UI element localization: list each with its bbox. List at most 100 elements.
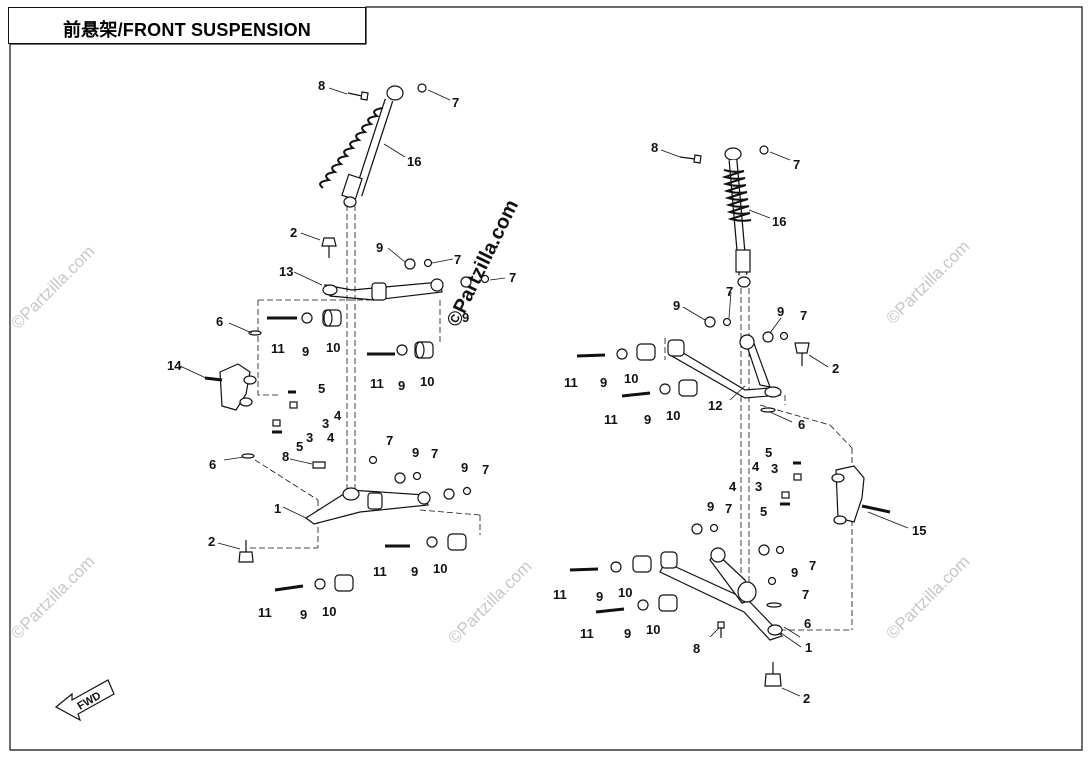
left-leader-lines <box>179 87 506 550</box>
right-steering-knuckle <box>831 465 891 525</box>
callout-label: 3 <box>771 461 778 476</box>
left-shock-absorber <box>319 85 404 208</box>
callout-label: 9 <box>707 499 714 514</box>
callout-label: 3 <box>322 416 329 431</box>
left-assembly: FWD <box>54 83 506 722</box>
left-small-parts <box>241 330 378 469</box>
callout-label: 10 <box>666 408 680 423</box>
left-steering-knuckle <box>204 363 257 411</box>
right-bolt-8-bottom <box>717 621 725 638</box>
right-shock-absorber <box>721 147 752 288</box>
callout-label: 7 <box>800 308 807 323</box>
callout-label: 11 <box>564 375 578 390</box>
left-ball-joint-bottom <box>238 540 254 563</box>
callout-label: 6 <box>798 417 805 432</box>
callout-label: 9 <box>411 564 418 579</box>
callout-label: 9 <box>596 589 603 604</box>
right-lower-arm <box>659 547 784 641</box>
callout-label: 4 <box>334 408 342 423</box>
title-box: 前悬架/FRONT SUSPENSION <box>8 7 366 44</box>
left-guide-lines <box>250 205 481 549</box>
callout-label: 16 <box>407 154 421 169</box>
callout-label: 2 <box>832 361 839 376</box>
callout-label: 3 <box>755 479 762 494</box>
left-bolt-8-top <box>347 91 369 101</box>
callout-label: 14 <box>167 358 182 373</box>
callout-label: 8 <box>282 449 289 464</box>
page-title: 前悬架/FRONT SUSPENSION <box>62 20 312 40</box>
callout-label: 11 <box>604 412 618 427</box>
callout-label: 2 <box>803 691 810 706</box>
watermark-1: ©Partzilla.com <box>7 242 98 333</box>
callout-label: 5 <box>760 504 767 519</box>
callout-label: 2 <box>290 225 297 240</box>
callout-label: 9 <box>644 412 651 427</box>
left-ball-joint-top <box>321 237 337 258</box>
right-bushing-stack-d <box>595 594 678 614</box>
callout-label: 9 <box>376 240 383 255</box>
callout-label: 10 <box>433 561 447 576</box>
watermarks: ©Partzilla.com ©Partzilla.com ©Partzilla… <box>7 196 973 647</box>
fwd-arrow: FWD <box>54 679 115 722</box>
callout-label: 9 <box>398 378 405 393</box>
callout-label: 6 <box>804 616 811 631</box>
callout-label: 13 <box>279 264 293 279</box>
callout-label: 7 <box>509 270 516 285</box>
callout-label: 11 <box>553 587 567 602</box>
callout-label: 9 <box>673 298 680 313</box>
right-small-parts <box>760 407 802 506</box>
callout-label: 7 <box>452 95 459 110</box>
callout-label: 6 <box>209 457 216 472</box>
right-ball-joint-top <box>794 342 810 366</box>
callout-label: 10 <box>420 374 434 389</box>
callout-label: 15 <box>912 523 926 538</box>
callout-label: 9 <box>461 460 468 475</box>
callout-label: 7 <box>482 462 489 477</box>
left-bushing-stack-b <box>367 341 434 359</box>
left-bushing-stack-a <box>267 309 342 327</box>
callout-label: 7 <box>431 446 438 461</box>
callout-label: 12 <box>708 398 722 413</box>
watermark-4: ©Partzilla.com <box>882 237 973 328</box>
callout-label: 10 <box>618 585 632 600</box>
callout-label: 8 <box>693 641 700 656</box>
right-nut-7-top <box>759 145 769 155</box>
right-washers-top <box>704 316 789 343</box>
callout-label: 10 <box>624 371 638 386</box>
callout-label: 1 <box>274 501 281 516</box>
callout-label: 4 <box>729 479 737 494</box>
callout-label: 11 <box>373 564 387 579</box>
callout-label: 5 <box>296 439 303 454</box>
callout-label: 6 <box>216 314 223 329</box>
callout-label: 9 <box>302 344 309 359</box>
callout-label: 7 <box>726 284 733 299</box>
right-bushing-stack-c <box>569 555 652 573</box>
callout-label: 9 <box>624 626 631 641</box>
callout-label: 7 <box>725 501 732 516</box>
frame-border <box>9 6 1083 751</box>
left-nut-7-top <box>417 83 427 93</box>
right-upper-arm <box>667 334 782 399</box>
callout-label: 4 <box>327 430 335 445</box>
watermark-5: ©Partzilla.com <box>882 552 973 643</box>
right-ball-joint-bottom <box>764 662 782 687</box>
callout-label: 9 <box>300 607 307 622</box>
callout-label: 7 <box>802 587 809 602</box>
callout-label: 8 <box>318 78 325 93</box>
callout-label: 11 <box>258 605 272 620</box>
right-assembly <box>569 145 909 697</box>
callout-label: 9 <box>412 445 419 460</box>
callout-label: 7 <box>793 157 800 172</box>
callout-label: 7 <box>454 252 461 267</box>
left-washers-top <box>404 258 490 288</box>
right-bolt-8-top <box>679 154 702 164</box>
left-upper-arm <box>322 278 444 301</box>
callout-label: 3 <box>306 430 313 445</box>
right-washers-bottom <box>691 523 785 608</box>
callout-label: 11 <box>580 626 594 641</box>
left-bushing-stack-c <box>385 533 467 551</box>
callout-label: 9 <box>462 310 469 325</box>
callout-labels: 8 7 16 2 13 9 7 7 6 11 9 10 9 11 9 10 14… <box>167 78 926 706</box>
callout-label: 1 <box>805 640 812 655</box>
callout-label: 9 <box>791 565 798 580</box>
